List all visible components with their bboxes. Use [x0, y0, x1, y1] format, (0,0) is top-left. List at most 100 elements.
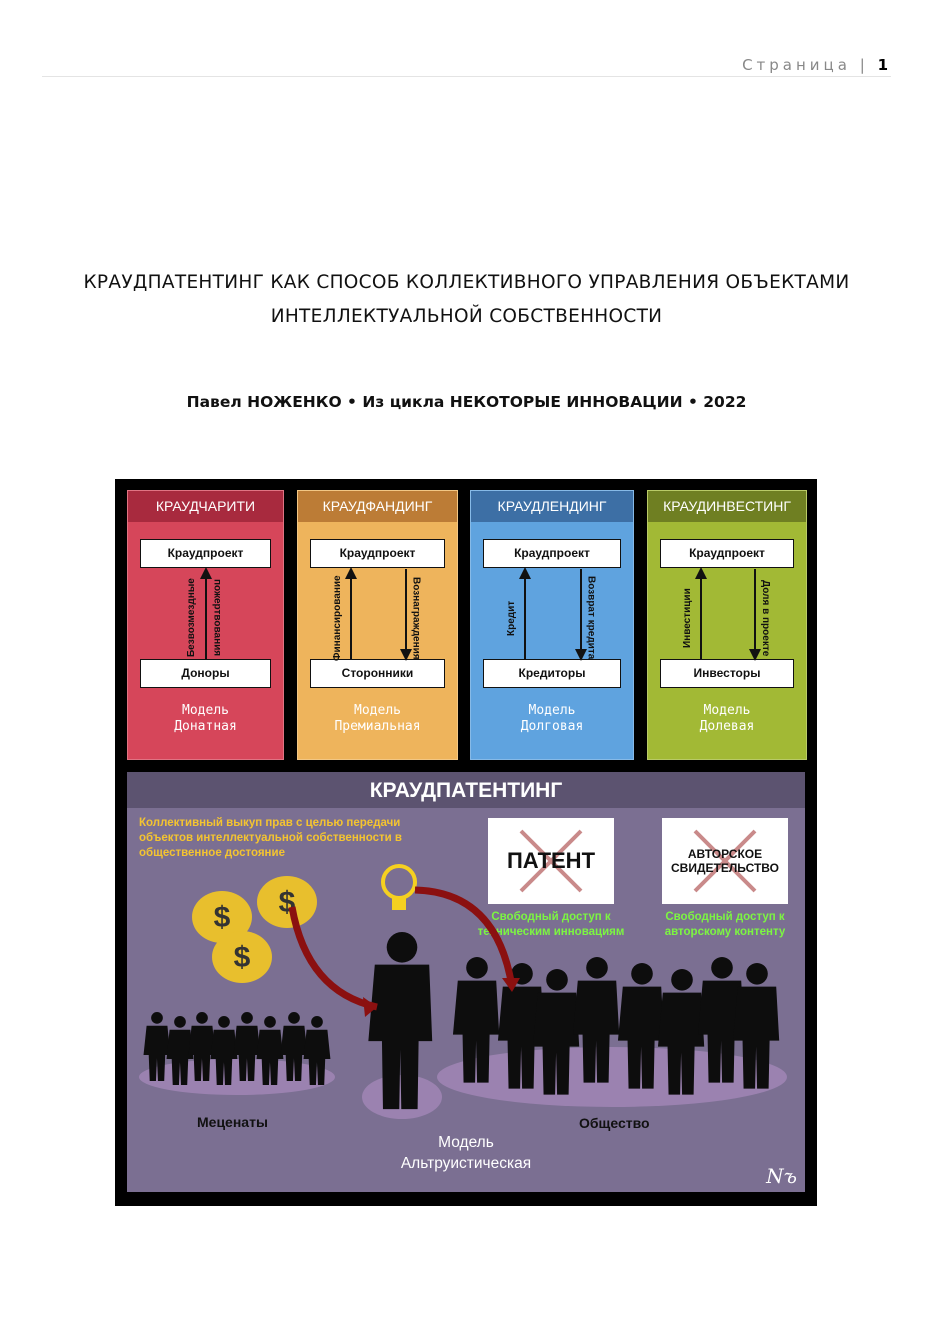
- patrons-platform: [139, 1059, 335, 1095]
- model-line-1: Модель: [528, 703, 576, 718]
- model-line-1: Модель: [703, 703, 751, 718]
- right-flow-label: Доля в проекте: [759, 579, 771, 657]
- society-silhouette: [657, 969, 705, 1095]
- model-line-2: Альтруистическая: [400, 1155, 532, 1172]
- patron-silhouette: [233, 1012, 261, 1081]
- left-flow-label: Безвозмездные: [185, 578, 197, 658]
- society-silhouette: [697, 957, 745, 1083]
- model-line-2: Донатная: [174, 719, 237, 734]
- model-line-2: Долговая: [520, 719, 584, 734]
- page-number: 1: [877, 56, 888, 74]
- infographic: КРАУДЧАРИТИ Краудпроект Доноры Безвозмез…: [115, 479, 817, 1206]
- dollar-sign-icon: $: [279, 886, 296, 919]
- society-silhouette: [572, 957, 620, 1083]
- signature-logo: Nъ: [766, 1164, 797, 1188]
- society-silhouette: [452, 957, 500, 1083]
- society-silhouette: [732, 963, 780, 1089]
- participants-box: Сторонники: [310, 659, 445, 688]
- title-line-1: КРАУДПАТЕНТИНГ КАК СПОСОБ КОЛЛЕКТИВНОГО …: [83, 272, 850, 293]
- panel-1: КРАУДЧАРИТИ Краудпроект Доноры Безвозмез…: [127, 490, 284, 760]
- crowdpatenting-panel: КРАУДПАТЕНТИНГ Коллективный выкуп прав с…: [127, 772, 805, 1192]
- lightbulb-base: [392, 898, 406, 910]
- red-arrow: [288, 906, 378, 1011]
- copyright-label-2: СВИДЕТЕЛЬСТВО: [671, 861, 779, 875]
- model-line-1: Модель: [354, 703, 401, 718]
- dollar-sign-icon: $: [234, 941, 251, 974]
- crowdpatenting-title: КРАУДПАТЕНТИНГ: [127, 772, 805, 808]
- arrow-up-icon: [695, 567, 708, 659]
- society-silhouette: [497, 963, 545, 1089]
- money-bag-icon: [192, 891, 252, 943]
- model-line-1: Модель: [438, 1134, 494, 1151]
- patent-card: ПАТЕНТ: [488, 818, 614, 904]
- patron-silhouette: [166, 1016, 194, 1085]
- leader-silhouette: [368, 932, 433, 1110]
- panel-4: КРАУДИНВЕСТИНГ Краудпроект Инвесторы Инв…: [647, 490, 807, 760]
- leader-platform: [362, 1075, 442, 1119]
- crowdproject-box: Краудпроект: [140, 539, 271, 568]
- society-silhouette: [617, 963, 665, 1089]
- model-label: Модель Альтруистическая: [127, 1132, 805, 1174]
- crowdpatenting-description: Коллективный выкуп прав с целью передачи…: [139, 817, 402, 859]
- copyright-label-1: АВТОРСКОЕ: [687, 847, 763, 861]
- patron-silhouette: [256, 1016, 284, 1085]
- cross-icon: [519, 829, 583, 893]
- arrow-down-icon: [574, 569, 587, 661]
- society-platform: [437, 1047, 787, 1107]
- panel-title: КРАУДФАНДИНГ: [298, 491, 457, 522]
- crowdproject-box: Краудпроект: [310, 539, 445, 568]
- society-silhouette: [532, 969, 580, 1095]
- copyright-card: АВТОРСКОЕ СВИДЕТЕЛЬСТВО: [662, 818, 788, 904]
- model-line-1: Модель: [182, 703, 229, 718]
- header-divider: [42, 76, 891, 77]
- patron-silhouette: [303, 1016, 331, 1085]
- panel-2: КРАУДФАНДИНГ Краудпроект Сторонники Фина…: [297, 490, 458, 760]
- document-title: КРАУДПАТЕНТИНГ КАК СПОСОБ КОЛЛЕКТИВНОГО …: [0, 266, 933, 334]
- left-flow-label: Финансирование: [332, 575, 344, 661]
- lightbulb-icon: [381, 864, 417, 900]
- page-header: Страница | 1: [742, 56, 888, 74]
- patrons-label: Меценаты: [197, 1114, 268, 1130]
- model-line-2: Премиальная: [334, 719, 421, 734]
- right-flow-label: пожертвования: [211, 579, 223, 657]
- right-flow-label: Возврат кредита: [585, 576, 597, 660]
- patron-silhouette: [188, 1012, 216, 1081]
- money-bag-icon: [257, 876, 317, 928]
- byline: Павел НОЖЕНКО • Из цикла НЕКОТОРЫЕ ИННОВ…: [186, 393, 747, 411]
- page-label: Страница: [742, 56, 851, 74]
- panel-title: КРАУДИНВЕСТИНГ: [648, 491, 806, 522]
- panel-title: КРАУДЧАРИТИ: [128, 491, 283, 522]
- patron-silhouette: [210, 1016, 238, 1085]
- left-flow-label: Инвестиции: [682, 588, 694, 648]
- dollar-sign-icon: $: [214, 901, 231, 934]
- participants-box: Доноры: [140, 659, 271, 688]
- crowdproject-box: Краудпроект: [660, 539, 794, 568]
- society-label: Общество: [579, 1115, 650, 1131]
- left-flow-label: Кредит: [506, 600, 518, 636]
- participants-box: Инвесторы: [660, 659, 794, 688]
- red-arrowhead: [363, 997, 377, 1017]
- panel-title: КРАУДЛЕНДИНГ: [471, 491, 633, 522]
- patent-caption: Свободный доступ к техническим инновация…: [477, 911, 625, 938]
- arrow-up-icon: [519, 567, 532, 659]
- participants-box: Кредиторы: [483, 659, 621, 688]
- title-line-2: ИНТЕЛЛЕКТУАЛЬНОЙ СОБСТВЕННОСТИ: [270, 306, 663, 327]
- money-bag-icon: [212, 931, 272, 983]
- right-flow-label: Вознаграждения: [410, 576, 422, 660]
- cross-icon: [693, 829, 757, 893]
- arrow-down-icon: [399, 569, 412, 661]
- arrow-up-icon: [345, 567, 358, 659]
- arrow-up-icon: [199, 567, 212, 659]
- red-arrowhead: [502, 978, 520, 992]
- patron-silhouette: [143, 1012, 171, 1081]
- copyright-caption: Свободный доступ к авторскому контенту: [664, 911, 786, 938]
- panel-3: КРАУДЛЕНДИНГ Краудпроект Кредиторы Креди…: [470, 490, 634, 760]
- model-line-2: Долевая: [699, 719, 755, 734]
- crowdproject-box: Краудпроект: [483, 539, 621, 568]
- arrow-down-icon: [748, 569, 761, 661]
